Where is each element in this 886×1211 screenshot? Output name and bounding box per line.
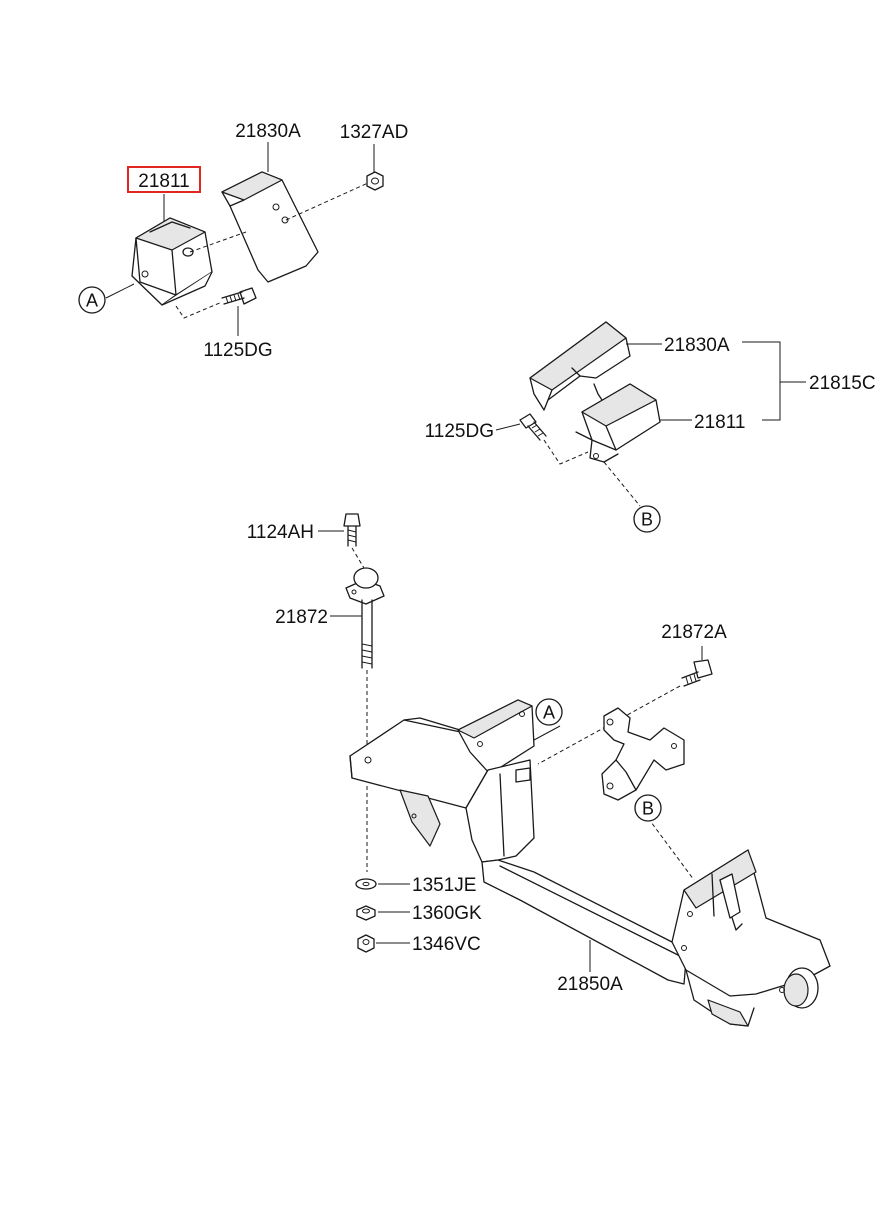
engine-mount-21811-top[interactable] bbox=[131, 217, 213, 306]
engine-mount-21811-right[interactable] bbox=[575, 383, 661, 463]
label-1327AD[interactable]: 1327AD bbox=[340, 122, 409, 143]
mount-bracket-21830A-right[interactable] bbox=[529, 321, 631, 411]
nut-1360GK[interactable] bbox=[356, 905, 376, 921]
label-21830A-right[interactable]: 21830A bbox=[664, 335, 730, 356]
svg-text:B: B bbox=[642, 799, 654, 819]
svg-text:A: A bbox=[543, 703, 555, 723]
label-1360GK[interactable]: 1360GK bbox=[412, 903, 482, 924]
bolt-21872A[interactable] bbox=[681, 659, 713, 687]
nut-1327AD[interactable] bbox=[366, 171, 384, 191]
highlight-box-21811 bbox=[127, 166, 201, 193]
bolt-1124AH[interactable] bbox=[343, 513, 361, 547]
ref-circle-a-lower: A bbox=[535, 698, 563, 726]
label-21815C[interactable]: 21815C bbox=[809, 373, 876, 394]
washer-1351JE[interactable] bbox=[355, 878, 377, 890]
label-21872A[interactable]: 21872A bbox=[661, 622, 727, 643]
label-21850A[interactable]: 21850A bbox=[557, 974, 623, 995]
label-1351JE[interactable]: 1351JE bbox=[412, 875, 476, 896]
label-21830A-top[interactable]: 21830A bbox=[235, 121, 301, 142]
top-mount-group bbox=[105, 142, 384, 336]
right-mount-group bbox=[495, 321, 806, 507]
label-1346VC[interactable]: 1346VC bbox=[412, 934, 481, 955]
label-1125DG-top[interactable]: 1125DG bbox=[203, 340, 272, 361]
bolt-1125DG-right[interactable] bbox=[519, 413, 547, 441]
nut-1346VC[interactable] bbox=[357, 934, 375, 953]
label-21811-right[interactable]: 21811 bbox=[694, 412, 745, 433]
mount-bracket-21830A-top[interactable] bbox=[221, 171, 319, 283]
svg-text:B: B bbox=[641, 510, 653, 530]
label-21811-top[interactable]: 21811 bbox=[138, 171, 189, 192]
ref-circle-b-lower: B bbox=[634, 794, 662, 822]
label-1124AH[interactable]: 1124AH bbox=[247, 522, 314, 543]
clamp-bracket[interactable] bbox=[601, 707, 685, 801]
svg-text:A: A bbox=[86, 291, 98, 311]
label-21872[interactable]: 21872 bbox=[275, 607, 328, 628]
ref-circle-b-right: B bbox=[633, 505, 661, 533]
long-bolt-21872[interactable] bbox=[345, 567, 385, 669]
label-1125DG-right[interactable]: 1125DG bbox=[425, 421, 494, 442]
crossmember-21850A[interactable] bbox=[349, 699, 831, 1027]
ref-circle-a-top: A bbox=[78, 286, 106, 314]
bolt-1125DG-top[interactable] bbox=[221, 287, 257, 305]
